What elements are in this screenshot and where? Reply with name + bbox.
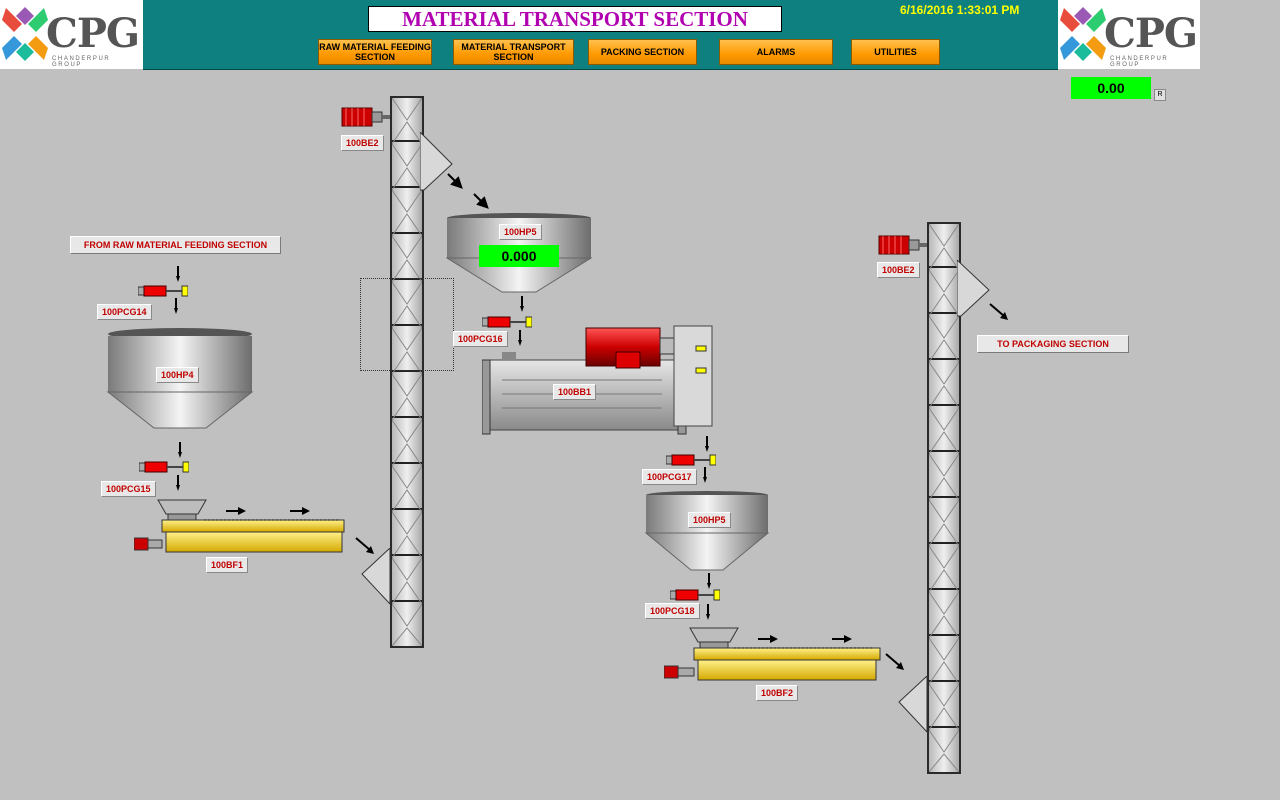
cpg-logo-icon [1060,7,1106,61]
arrow-down-icon [520,296,524,312]
logo-brand-text: CPG [46,10,140,57]
elevator-pattern [929,224,959,772]
tag-100hp5-bottom[interactable]: 100HP5 [688,512,731,528]
hopper-100hp5-bottom [645,491,769,571]
logo-left: CPG CHANDERPUR GROUP [0,0,143,69]
elevator-inlet-chute [898,676,928,734]
blender-100bb1 [482,325,713,435]
flow-arrow-icon [885,653,904,670]
selection-box [360,278,454,371]
page-title: MATERIAL TRANSPORT SECTION [368,6,782,32]
flow-arrow-icon [989,303,1008,320]
flow-arrow-icon [447,173,489,209]
valve-pcg17-icon[interactable] [666,454,716,466]
logo-subtext: CHANDERPUR GROUP [1110,56,1169,68]
arrow-down-icon [705,436,709,452]
tag-100pcg14[interactable]: 100PCG14 [97,304,152,320]
elevator-motor-icon[interactable] [877,232,927,258]
datetime-display: 6/16/2016 1:33:01 PM [900,3,1020,17]
nav-raw-material-feeding-button[interactable]: RAW MATERIAL FEEDING SECTION [318,39,432,65]
elevator-inlet-chute [361,548,391,606]
elevator-motor-icon[interactable] [340,104,390,130]
nav-alarms-button[interactable]: ALARMS [719,39,833,65]
arrow-down-icon [707,573,711,589]
arrow-down-icon [706,604,710,620]
top-status-value: 0.00 [1071,77,1151,99]
tag-100bb1[interactable]: 100BB1 [553,384,597,400]
logo-brand-text: CPG [1104,10,1198,57]
tag-100hp4[interactable]: 100HP4 [156,367,199,383]
elevator-pattern [392,98,422,646]
flow-arrow-right-icon [758,635,852,643]
logo-right: CPG CHANDERPUR GROUP [1058,0,1200,69]
valve-pcg18-icon[interactable] [670,589,720,601]
elevator-discharge-chute [420,132,453,191]
flow-arrow-right-icon [226,507,310,515]
arrow-down-icon [518,330,522,346]
tag-100bf2[interactable]: 100BF2 [756,685,799,701]
tag-100be2-right[interactable]: 100BE2 [877,262,920,278]
tag-100pcg15[interactable]: 100PCG15 [101,481,156,497]
belt-feeder-100bf1 [134,499,345,553]
tag-100bf1[interactable]: 100BF1 [206,557,249,573]
tag-100be2-left[interactable]: 100BE2 [341,135,384,151]
nav-material-transport-button[interactable]: MATERIAL TRANSPORT SECTION [453,39,574,65]
arrow-down-icon [176,475,180,491]
reset-button[interactable]: R [1154,89,1166,101]
elevator-discharge-chute [957,260,990,317]
tag-100pcg16[interactable]: 100PCG16 [453,331,508,347]
arrow-down-icon [178,442,182,458]
flow-arrow-icon [355,537,374,554]
tag-100hp5-top[interactable]: 100HP5 [499,224,542,240]
belt-feeder-100bf2 [664,627,881,681]
hopper-level-value: 0.000 [479,245,559,267]
valve-pcg14-icon[interactable] [138,285,188,297]
valve-pcg15-icon[interactable] [139,461,189,473]
logo-subtext: CHANDERPUR GROUP [52,56,111,68]
nav-utilities-button[interactable]: UTILITIES [851,39,940,65]
nav-packing-section-button[interactable]: PACKING SECTION [588,39,697,65]
arrow-down-icon [174,298,178,314]
cpg-logo-icon [2,7,48,61]
tag-100pcg18[interactable]: 100PCG18 [645,603,700,619]
bucket-elevator-right [927,222,961,774]
tag-100pcg17[interactable]: 100PCG17 [642,469,697,485]
arrow-down-icon [703,467,707,483]
valve-pcg16-icon[interactable] [482,316,532,328]
arrow-down-icon [176,266,180,282]
from-raw-material-link[interactable]: FROM RAW MATERIAL FEEDING SECTION [70,236,281,254]
to-packaging-section-link[interactable]: TO PACKAGING SECTION [977,335,1129,353]
bucket-elevator-left [390,96,424,648]
